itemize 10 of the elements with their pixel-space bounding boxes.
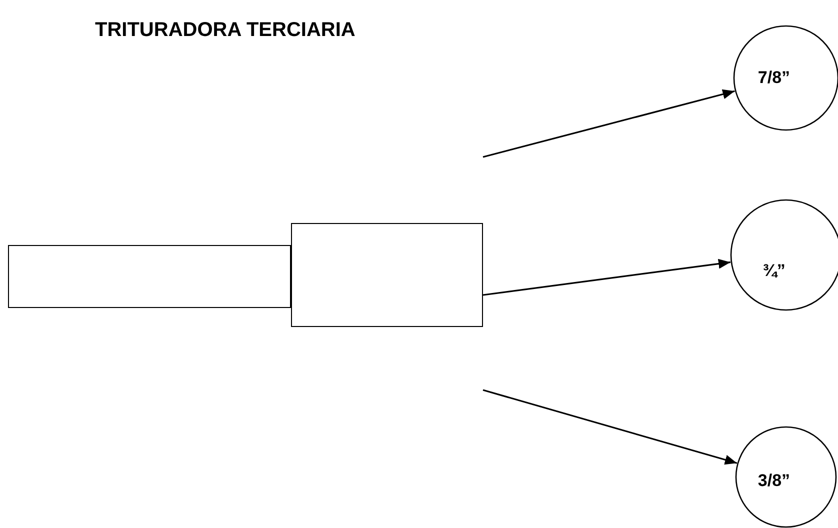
rectangle-box <box>8 245 291 308</box>
rectangle-box <box>291 223 483 327</box>
diagram-title: TRITURADORA TERCIARIA <box>95 19 356 42</box>
size-label: 3/8” <box>758 471 790 491</box>
arrow <box>482 258 731 296</box>
size-label: 7/8” <box>758 68 790 88</box>
arrow <box>482 389 738 465</box>
arrow <box>482 89 735 158</box>
size-label: ¾” <box>762 261 786 281</box>
size-circle <box>735 426 837 528</box>
